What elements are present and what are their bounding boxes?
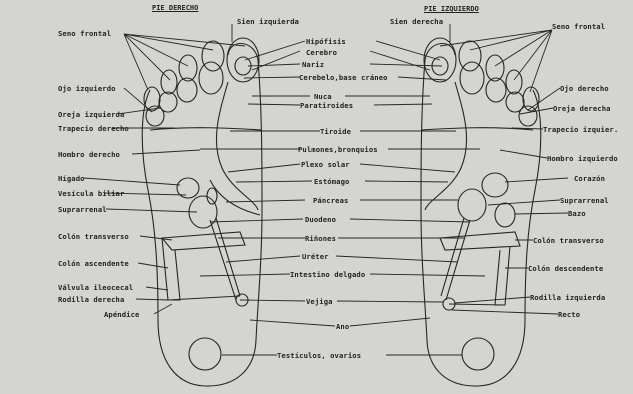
label-pancreas: Páncreas bbox=[313, 196, 348, 205]
label-nuca: Nuca bbox=[314, 92, 332, 101]
right-foot-outline bbox=[421, 38, 541, 386]
label-tiroide: Tiroide bbox=[320, 127, 351, 136]
label-seno-frontal-left: Seno frontal bbox=[58, 29, 111, 38]
label-recto: Recto bbox=[558, 310, 580, 319]
header-pie-izquierdo: PIE IZQUIERDO bbox=[424, 5, 479, 13]
label-vesicula-biliar: Vesícula biliar bbox=[58, 189, 124, 198]
header-pie-derecho: PIE DERECHO bbox=[152, 4, 198, 12]
label-ano: Ano bbox=[336, 322, 349, 331]
label-rodilla-derecha: Rodilla derecha bbox=[58, 295, 124, 304]
label-colon-descendente: Colón descendente bbox=[528, 264, 603, 273]
label-estomago: Estómago bbox=[314, 177, 349, 186]
label-testiculos: Testículos, ovarios bbox=[277, 351, 361, 360]
label-rinones: Riñones bbox=[305, 234, 336, 243]
label-seno-frontal-right: Seno frontal bbox=[552, 22, 605, 31]
label-cerebelo: Cerebelo,base cráneo bbox=[299, 73, 388, 82]
label-trapecio-izquierdo: Trapecio izquier. bbox=[543, 125, 618, 134]
label-apendice: Apéndice bbox=[104, 310, 139, 319]
label-plexo-solar: Plexo solar bbox=[301, 160, 350, 169]
label-colon-ascendente: Colón ascendente bbox=[58, 259, 129, 268]
label-bazo: Bazo bbox=[568, 209, 586, 218]
label-higado: Hígado bbox=[58, 174, 85, 183]
label-sien-izquierda: Sien izquierda bbox=[237, 17, 299, 26]
label-paratiroides: Paratiroides bbox=[300, 101, 353, 110]
label-valvula-ileocecal: Válvula ileocecal bbox=[58, 283, 133, 292]
label-suprarrenal-right: Suprarrenal bbox=[560, 196, 609, 205]
label-pulmones: Pulmones,bronquios bbox=[298, 145, 378, 154]
label-nariz: Nariz bbox=[302, 60, 324, 69]
label-colon-transverso-left: Colón transverso bbox=[58, 232, 129, 241]
label-intestino-delgado: Intestino delgado bbox=[290, 270, 365, 279]
label-ojo-izquierdo: Ojo izquierdo bbox=[58, 84, 116, 93]
label-hipofisis: Hipófisis bbox=[306, 37, 346, 46]
label-oreja-derecha: Oreja derecha bbox=[553, 104, 611, 113]
label-vejiga: Vejiga bbox=[306, 297, 333, 306]
label-suprarrenal-left: Suprarrenal bbox=[58, 205, 107, 214]
left-foot-outline bbox=[142, 38, 262, 386]
label-sien-derecha: Sien derecha bbox=[390, 17, 443, 26]
label-cerebro: Cerebro bbox=[306, 48, 337, 57]
label-trapecio-derecho: Trapecio derecho bbox=[58, 124, 129, 133]
label-corazon: Corazón bbox=[574, 174, 605, 183]
label-rodilla-izquierda: Rodilla izquierda bbox=[530, 293, 605, 302]
label-hombro-izquierdo: Hombro izquierdo bbox=[547, 154, 618, 163]
label-duodeno: Duodeno bbox=[305, 215, 336, 224]
label-ojo-derecho: Ojo derecho bbox=[560, 84, 609, 93]
label-oreja-izquierda: Oreja izquierda bbox=[58, 110, 124, 119]
label-colon-transverso-right: Colón transverso bbox=[533, 236, 604, 245]
label-hombro-derecho: Hombro derecho bbox=[58, 150, 120, 159]
label-ureter: Uréter bbox=[302, 252, 329, 261]
